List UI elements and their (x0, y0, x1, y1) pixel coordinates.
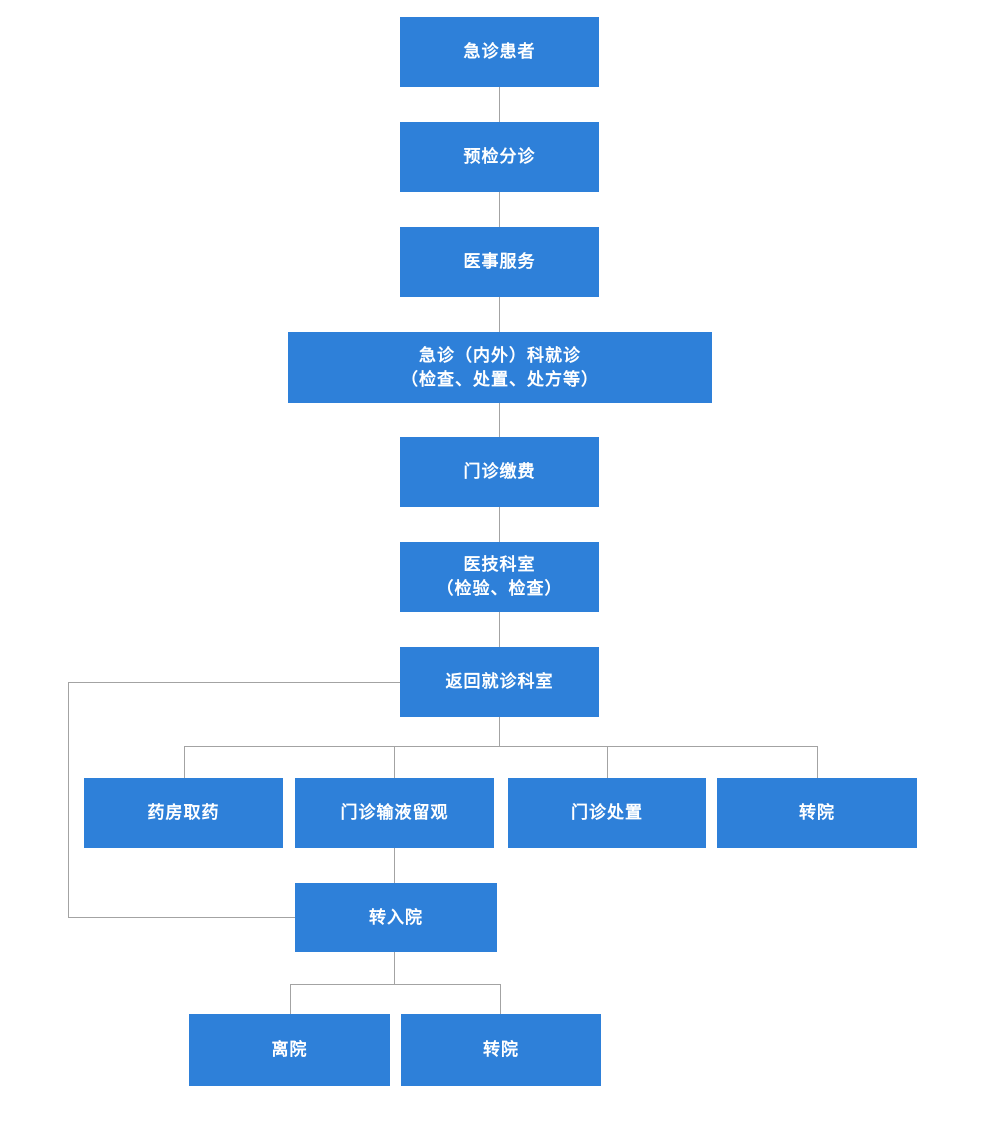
emergency-patient-label: 急诊患者 (463, 42, 536, 61)
return-to-visit-dept-label: 返回就诊科室 (445, 672, 554, 691)
outpatient-treatment-node: 门诊处置 (508, 778, 706, 848)
edge-bypass-to-admit (68, 917, 295, 918)
medical-tech-dept-node: 医技科室 （检验、检查） (400, 542, 599, 612)
outpatient-payment-label: 门诊缴费 (463, 462, 536, 481)
return-to-visit-dept-node: 返回就诊科室 (400, 647, 599, 717)
edge-branch-to-transfer-2 (500, 984, 501, 1014)
infusion-observation-node: 门诊输液留观 (295, 778, 494, 848)
medical-affairs-service-label: 医事服务 (463, 252, 536, 271)
leave-hospital-node: 离院 (189, 1014, 390, 1086)
transfer-hospital-2-node: 转院 (401, 1014, 601, 1086)
medical-tech-dept-label: 医技科室 (463, 555, 536, 574)
pre-check-triage-label: 预检分诊 (463, 147, 536, 166)
emergency-dept-visit-label: 急诊（内外）科就诊 (419, 345, 581, 365)
admit-to-inpatient-node: 转入院 (295, 883, 497, 952)
edge-branch-to-pharmacy (184, 746, 185, 778)
edge-infusion-to-admit (394, 848, 395, 883)
edge-branch-to-treatment (607, 746, 608, 778)
pre-check-triage-node: 预检分诊 (400, 122, 599, 192)
edge-return-down-stem (499, 717, 500, 746)
edge-service-to-visit (499, 297, 500, 332)
edge-patient-to-triage (499, 87, 500, 122)
edge-payment-to-techdept (499, 507, 500, 542)
pharmacy-pickup-node: 药房取药 (84, 778, 283, 848)
leave-hospital-label: 离院 (271, 1040, 308, 1059)
edge-branch-to-infusion (394, 746, 395, 778)
emergency-dept-visit-label: （检查、处置、处方等） (401, 369, 599, 389)
edge-visit-to-payment (499, 403, 500, 437)
edge-branch-to-transfer (817, 746, 818, 778)
edge-bottom-branch-horizontal (290, 984, 501, 985)
outpatient-treatment-label: 门诊处置 (571, 803, 643, 822)
medical-affairs-service-node: 医事服务 (400, 227, 599, 297)
infusion-observation-label: 门诊输液留观 (340, 803, 449, 822)
transfer-hospital-label: 转院 (799, 803, 835, 822)
outpatient-payment-node: 门诊缴费 (400, 437, 599, 507)
admit-to-inpatient-label: 转入院 (369, 907, 423, 927)
edge-return-bypass-horizontal (68, 682, 400, 683)
transfer-hospital-node: 转院 (717, 778, 917, 848)
edge-branch-horizontal (184, 746, 818, 747)
edge-techdept-to-return (499, 612, 500, 647)
edge-bypass-vertical (68, 682, 69, 917)
transfer-hospital-2-label: 转院 (483, 1040, 519, 1059)
emergency-patient-node: 急诊患者 (400, 17, 599, 87)
pharmacy-pickup-label: 药房取药 (147, 803, 220, 822)
medical-tech-dept-label: （检验、检查） (436, 579, 563, 598)
edge-triage-to-service (499, 192, 500, 227)
edge-branch-to-leave (290, 984, 291, 1014)
emergency-dept-visit-node: 急诊（内外）科就诊 （检查、处置、处方等） (288, 332, 712, 403)
edge-admit-down-stem (394, 952, 395, 984)
